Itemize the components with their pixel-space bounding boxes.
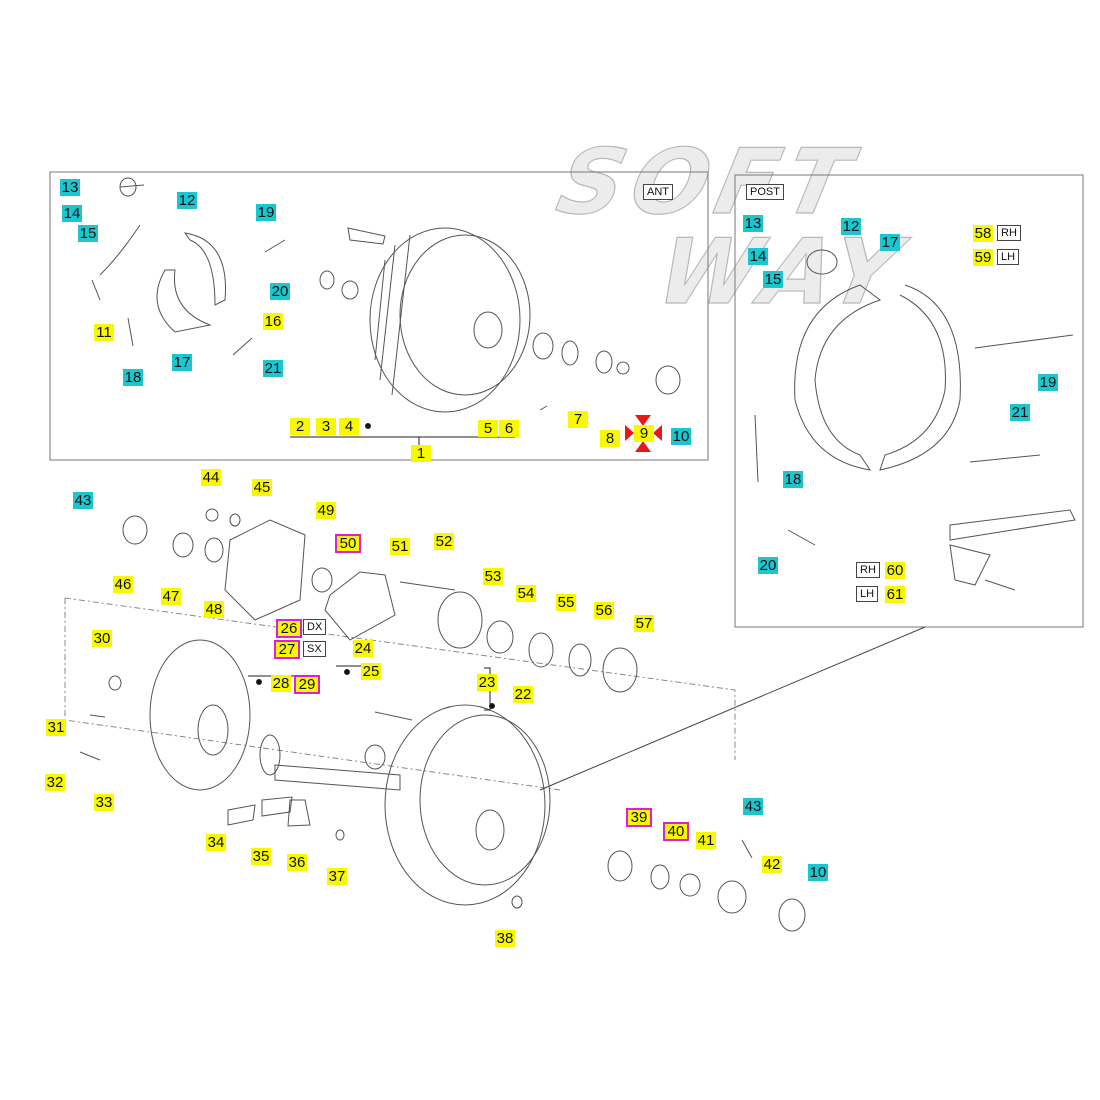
part-label[interactable]: 58 [973,225,993,242]
rh-tag: RH [856,562,880,578]
part-label[interactable]: 20 [758,557,778,574]
part-label[interactable]: 48 [204,601,224,618]
part-label[interactable]: 17 [880,234,900,251]
part-label[interactable]: 5 [478,420,498,437]
rh-tag: RH [997,225,1021,241]
part-label-highlighted[interactable]: 39 [626,808,652,827]
axle-shaft [274,764,401,791]
part-label[interactable]: 53 [483,568,503,585]
part-label[interactable]: 7 [568,411,588,428]
part-label[interactable]: 21 [263,360,283,377]
part-label[interactable]: 12 [841,218,861,235]
part-label[interactable]: 11 [94,324,114,341]
part-label[interactable]: 21 [1010,404,1030,421]
rear-brake-drum [384,704,551,906]
part-label[interactable]: 43 [743,798,763,815]
part-label[interactable]: 18 [783,471,803,488]
part-label[interactable]: 15 [78,225,98,242]
front-brake-shoe [183,232,226,306]
part-label[interactable]: 25 [361,663,381,680]
part-label[interactable]: 30 [92,630,112,647]
part-label[interactable]: 10 [808,864,828,881]
front-tag: ANT [643,184,673,200]
part-label[interactable]: 57 [634,615,654,632]
part-label[interactable]: 18 [123,369,143,386]
part-label[interactable]: 13 [60,179,80,196]
part-label[interactable]: 6 [499,420,519,437]
part-label[interactable]: 2 [290,418,310,435]
part-label[interactable]: 32 [45,774,65,791]
front-brake-panel-frame [49,171,709,461]
part-label[interactable]: 16 [263,313,283,330]
rear-brake-panel-frame [734,174,1084,628]
part-label[interactable]: 59 [973,249,993,266]
part-label[interactable]: 9 [634,425,654,442]
part-label-highlighted[interactable]: 29 [294,675,320,694]
part-label[interactable]: 1 [411,445,431,462]
part-label[interactable]: 28 [271,675,291,692]
front-brake-drum [369,227,531,413]
part-label[interactable]: 41 [696,832,716,849]
part-label-highlighted[interactable]: 40 [663,822,689,841]
part-label[interactable]: 35 [251,848,271,865]
part-label[interactable]: 42 [762,856,782,873]
part-label[interactable]: 12 [177,192,197,209]
part-label[interactable]: 56 [594,602,614,619]
part-label[interactable]: 33 [94,794,114,811]
part-label[interactable]: 4 [339,418,359,435]
part-label[interactable]: 36 [287,854,307,871]
part-label[interactable]: 31 [46,719,66,736]
part-label[interactable]: 23 [477,674,497,691]
part-label[interactable]: 15 [763,271,783,288]
part-label[interactable]: 19 [1038,374,1058,391]
part-label[interactable]: 3 [316,418,336,435]
flange-plate [224,519,306,621]
part-label[interactable]: 46 [113,576,133,593]
part-label[interactable]: 34 [206,834,226,851]
part-label[interactable]: 20 [270,283,290,300]
lh-tag: LH [997,249,1020,265]
part-label-highlighted[interactable]: 50 [335,534,361,553]
sx-tag: SX [303,641,326,657]
part-label[interactable]: 47 [161,588,181,605]
part-label-highlighted[interactable]: 27 [274,640,300,659]
part-label[interactable]: 51 [390,538,410,555]
part-label[interactable]: 45 [252,479,272,496]
part-label[interactable]: 13 [743,215,763,232]
rear-brake-shoe [794,284,882,471]
part-label[interactable]: 38 [495,930,515,947]
part-label[interactable]: 19 [256,204,276,221]
part-label-highlighted[interactable]: 26 [276,619,302,638]
part-label[interactable]: 49 [316,502,336,519]
part-label[interactable]: 24 [353,640,373,657]
brake-backplate [149,639,251,791]
part-label[interactable]: 17 [172,354,192,371]
part-label[interactable]: 44 [201,469,221,486]
position-marker-arrows [625,415,662,452]
dx-tag: DX [303,619,327,635]
part-label[interactable]: 54 [516,585,536,602]
rear-tag: POST [746,184,784,200]
part-label[interactable]: 10 [671,428,691,445]
lh-tag: LH [856,586,879,602]
part-label[interactable]: 14 [748,248,768,265]
part-label[interactable]: 14 [62,205,82,222]
part-label[interactable]: 55 [556,594,576,611]
part-label[interactable]: 52 [434,533,454,550]
part-label[interactable]: 22 [513,686,533,703]
part-label[interactable]: 8 [600,430,620,447]
part-label[interactable]: 43 [73,492,93,509]
part-label[interactable]: 61 [885,586,905,603]
part-label[interactable]: 60 [885,562,905,579]
part-label[interactable]: 37 [327,868,347,885]
